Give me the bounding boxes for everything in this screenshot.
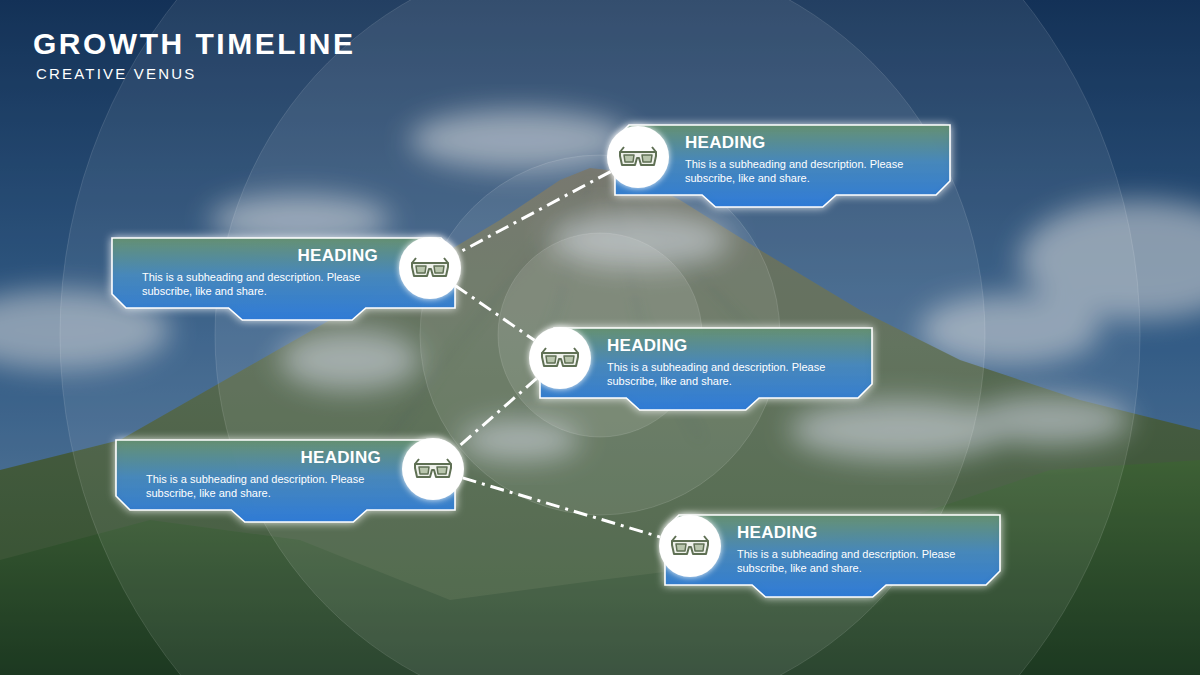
- card-description: This is a subheading and description. Pl…: [146, 472, 395, 502]
- card-text: HEADING This is a subheading and descript…: [146, 448, 395, 501]
- card-heading: HEADING: [685, 133, 936, 153]
- card-heading: HEADING: [737, 523, 986, 543]
- connector-line: [455, 286, 534, 341]
- card-text: HEADING This is a subheading and descript…: [737, 523, 986, 576]
- card-text: HEADING This is a subheading and descript…: [142, 246, 392, 299]
- glasses-icon: [410, 255, 450, 281]
- connector-line: [463, 478, 661, 537]
- icon-circle: [402, 438, 464, 500]
- glasses-icon: [540, 345, 580, 371]
- glasses-icon: [413, 456, 453, 482]
- timeline-card: HEADING This is a subheading and descript…: [540, 328, 872, 410]
- card-heading: HEADING: [146, 448, 395, 468]
- timeline-card: HEADING This is a subheading and descript…: [112, 238, 455, 320]
- card-text: HEADING This is a subheading and descript…: [607, 336, 858, 389]
- halo-rings: [60, 0, 1140, 675]
- card-description: This is a subheading and description. Pl…: [737, 547, 986, 577]
- timeline-connector: [457, 172, 610, 254]
- icon-circle: [607, 126, 669, 188]
- timeline-connector: [455, 286, 534, 341]
- icon-circle: [399, 237, 461, 299]
- card-description: This is a subheading and description. Pl…: [142, 270, 392, 300]
- timeline-connector: [463, 478, 661, 537]
- card-description: This is a subheading and description. Pl…: [607, 360, 858, 390]
- connector-line: [456, 378, 536, 448]
- slide-title: GROWTH TIMELINE: [33, 27, 355, 61]
- timeline-card: HEADING This is a subheading and descript…: [615, 125, 950, 207]
- connector-line: [457, 172, 610, 254]
- timeline-card: HEADING This is a subheading and descript…: [665, 515, 1000, 597]
- icon-circle: [529, 327, 591, 389]
- card-heading: HEADING: [142, 246, 392, 266]
- timeline-card: HEADING This is a subheading and descript…: [116, 440, 455, 522]
- card-text: HEADING This is a subheading and descript…: [685, 133, 936, 186]
- glasses-icon: [618, 144, 658, 170]
- glasses-icon: [670, 533, 710, 559]
- icon-circle: [659, 515, 721, 577]
- card-heading: HEADING: [607, 336, 858, 356]
- card-description: This is a subheading and description. Pl…: [685, 157, 936, 187]
- timeline-connector: [456, 378, 536, 448]
- subtitle-label: CREATIVE VENUS: [36, 65, 197, 82]
